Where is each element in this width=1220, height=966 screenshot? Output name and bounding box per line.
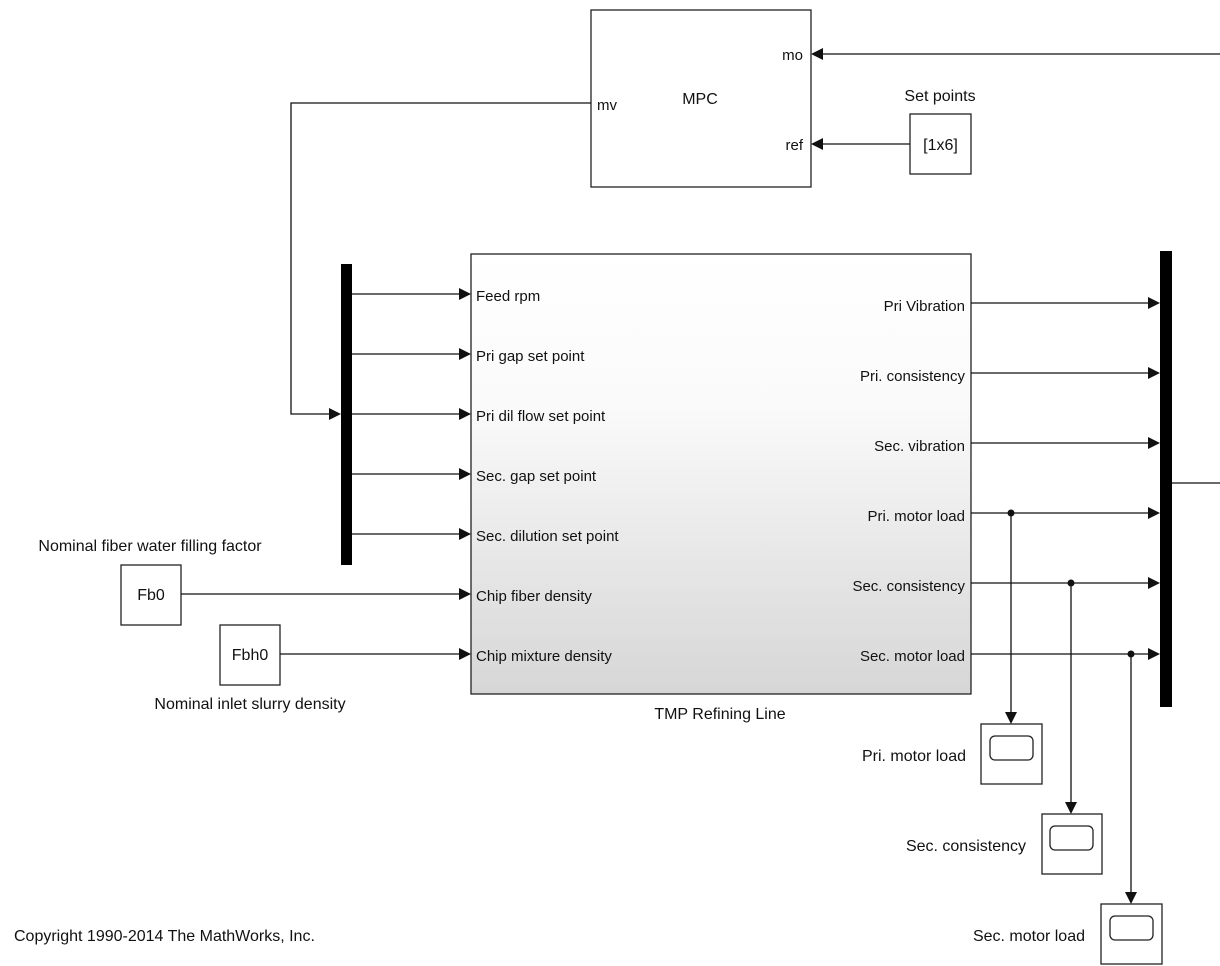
tmp-refining-line-block[interactable]: Feed rpm Pri gap set point Pri dil flow … xyxy=(470,253,972,695)
mux-block[interactable] xyxy=(1160,251,1172,707)
tmp-input-chip-mixture-density: Chip mixture density xyxy=(476,648,612,665)
tmp-input-sec-dilution: Sec. dilution set point xyxy=(476,528,619,545)
fb0-label: Nominal fiber water filling factor xyxy=(38,538,262,555)
fbh0-value: Fbh0 xyxy=(232,647,269,664)
copyright-text: Copyright 1990-2014 The MathWorks, Inc. xyxy=(14,928,315,945)
signal-line-fbh0 xyxy=(280,648,471,660)
tmp-input-pri-gap: Pri gap set point xyxy=(476,348,585,365)
signal-branch-pri-motor-load xyxy=(1005,509,1017,724)
tmp-output-pri-vibration: Pri Vibration xyxy=(884,298,965,315)
setpoints-block[interactable]: [1x6] xyxy=(909,113,972,175)
mpc-port-mo: mo xyxy=(782,47,803,64)
mpc-port-ref: ref xyxy=(785,137,803,154)
scope-icon xyxy=(1049,825,1094,851)
mpc-title: MPC xyxy=(682,91,718,108)
signal-branch-sec-consistency xyxy=(1065,579,1077,814)
signal-branch-sec-motor-load xyxy=(1125,650,1137,904)
mpc-port-mv: mv xyxy=(597,97,617,114)
setpoints-label: Set points xyxy=(904,88,975,105)
scope-sec-motor-load[interactable] xyxy=(1100,903,1163,965)
tmp-input-chip-fiber-density: Chip fiber density xyxy=(476,588,592,605)
signal-lines-demux-to-tmp xyxy=(352,288,471,540)
scope-sec-motor-load-label: Sec. motor load xyxy=(973,928,1085,945)
signal-line-ref xyxy=(811,138,910,150)
fb0-block[interactable]: Fb0 xyxy=(120,564,182,626)
signal-lines-tmp-to-mux xyxy=(971,297,1160,660)
mpc-block[interactable]: MPC mo ref mv xyxy=(590,9,812,188)
scope-pri-motor-load[interactable] xyxy=(980,723,1043,785)
fb0-value: Fb0 xyxy=(137,587,165,604)
setpoints-value: [1x6] xyxy=(923,137,958,154)
tmp-input-feed-rpm: Feed rpm xyxy=(476,288,540,305)
tmp-input-pri-dil-flow: Pri dil flow set point xyxy=(476,408,606,425)
scope-sec-consistency[interactable] xyxy=(1041,813,1103,875)
tmp-output-sec-vibration: Sec. vibration xyxy=(874,438,965,455)
scope-icon xyxy=(989,735,1034,761)
fbh0-block[interactable]: Fbh0 xyxy=(219,624,281,686)
scope-pri-motor-load-label: Pri. motor load xyxy=(862,748,966,765)
tmp-input-sec-gap: Sec. gap set point xyxy=(476,468,597,485)
scope-sec-consistency-label: Sec. consistency xyxy=(906,838,1026,855)
fbh0-label: Nominal inlet slurry density xyxy=(154,696,345,713)
signal-line-mv xyxy=(290,102,591,420)
tmp-output-pri-motor-load: Pri. motor load xyxy=(867,508,965,525)
tmp-output-pri-consistency: Pri. consistency xyxy=(860,368,966,385)
scope-icon xyxy=(1109,915,1154,941)
demux-block[interactable] xyxy=(341,264,352,565)
tmp-output-sec-motor-load: Sec. motor load xyxy=(860,648,965,665)
signal-line-mo xyxy=(811,48,1220,60)
tmp-block-label: TMP Refining Line xyxy=(654,706,785,723)
tmp-output-sec-consistency: Sec. consistency xyxy=(852,578,965,595)
signal-line-fb0 xyxy=(181,588,471,600)
